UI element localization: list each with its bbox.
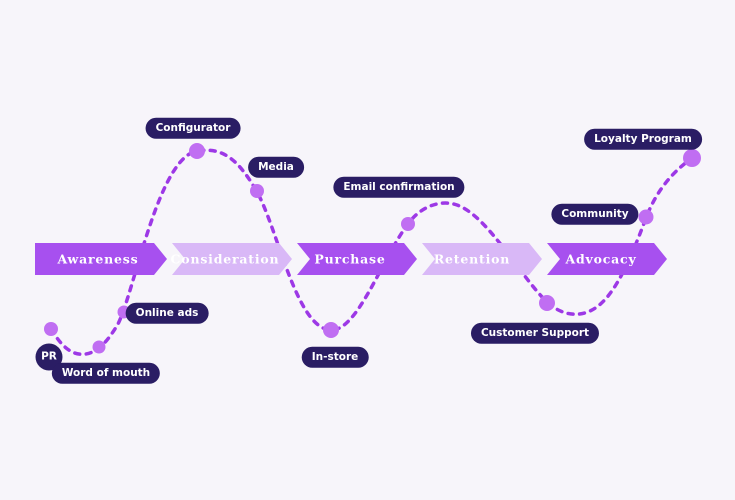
stage-arrow-advocacy	[547, 243, 667, 275]
touchpoint-dot-in-store	[323, 322, 339, 338]
touchpoint-label-word-of-mouth: Word of mouth	[51, 362, 161, 384]
touchpoint-dot-pr	[44, 322, 58, 336]
touchpoint-label-community: Community	[551, 203, 639, 225]
touchpoint-dot-customer-support	[539, 295, 555, 311]
touchpoint-label-email-confirmation: Email confirmation	[333, 176, 465, 198]
touchpoint-dot-configurator	[189, 143, 205, 159]
touchpoint-dot-media	[250, 184, 264, 198]
touchpoint-dot-email-confirmation	[401, 217, 415, 231]
touchpoint-label-in-store: In-store	[301, 346, 369, 368]
touchpoint-label-online-ads: Online ads	[125, 302, 209, 324]
touchpoint-label-customer-support: Customer Support	[470, 322, 600, 344]
touchpoint-dot-loyalty-program	[683, 149, 701, 167]
journey-line	[49, 148, 694, 356]
stage-arrow-consideration	[172, 243, 292, 275]
stage-arrow-purchase	[297, 243, 417, 275]
stage-arrow-retention	[422, 243, 542, 275]
stage-arrow-awareness	[35, 243, 167, 275]
touchpoint-dot-community	[638, 209, 654, 225]
touchpoint-label-configurator: Configurator	[145, 117, 241, 139]
touchpoint-dot-word-of-mouth	[92, 340, 106, 354]
touchpoint-label-loyalty-program: Loyalty Program	[584, 128, 702, 150]
touchpoint-label-media: Media	[248, 156, 304, 178]
